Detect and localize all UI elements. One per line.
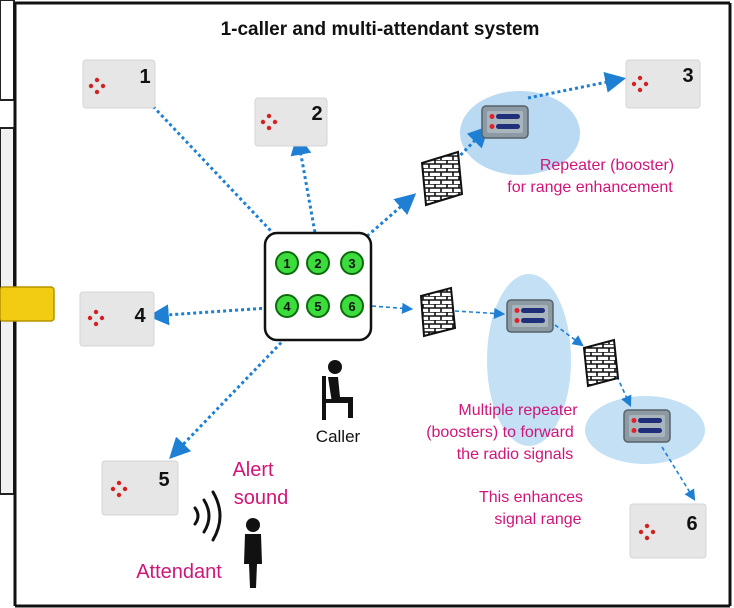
caller-button-5: 5 (306, 294, 330, 318)
receiver-5: 5 (101, 460, 179, 516)
receiver-6: 6 (629, 503, 707, 559)
receiver-3: 3 (625, 59, 701, 109)
receiver-indicator-icon (110, 480, 128, 498)
repeater-3 (623, 409, 671, 443)
attendant-icon (244, 518, 262, 588)
caller-button-1: 1 (275, 251, 299, 275)
yellow-tab (0, 286, 55, 322)
relay-arrows (371, 302, 696, 501)
arrow-to-receiver-4 (147, 304, 269, 326)
attendant-label: Attendant (136, 561, 222, 583)
caller-button-4: 4 (275, 294, 299, 318)
arrow-to-repeater-2 (454, 307, 506, 320)
brick-wall-icon (420, 150, 464, 207)
seated-person-icon (322, 360, 353, 420)
enhance-note: This enhances signal range (479, 489, 583, 528)
caller-button-label: 1 (283, 256, 290, 271)
receiver-number: 5 (158, 469, 169, 491)
caller-button-label: 3 (348, 256, 355, 271)
repeater-note: Repeater (booster) for range enhancement (507, 157, 674, 196)
receiver-indicator-icon (88, 77, 106, 95)
caller-button-2: 2 (306, 251, 330, 275)
receiver-number: 1 (139, 66, 150, 88)
svg-text:Repeater (booster): Repeater (booster) (540, 157, 674, 174)
caller-button-label: 2 (314, 256, 321, 271)
caller-button-6: 6 (340, 294, 364, 318)
caller-button-label: 6 (348, 299, 355, 314)
diagram-title: 1-caller and multi-attendant system (221, 19, 540, 40)
brick-walls (419, 150, 620, 388)
svg-text:Alert: Alert (232, 459, 274, 481)
caller-panel (263, 231, 373, 342)
alert-note: Alert sound (232, 459, 288, 509)
svg-text:This enhances: This enhances (479, 489, 583, 506)
brick-wall-icon (419, 286, 457, 338)
caller-unit: 1 2 3 4 5 6 (263, 231, 373, 342)
receiver-indicator-icon (631, 75, 649, 93)
svg-text:the radio signals: the radio signals (457, 446, 574, 463)
arrow-to-receiver-5 (169, 319, 304, 460)
receiver-indicator-icon (260, 113, 278, 131)
arrow-to-wall-3 (554, 324, 584, 347)
svg-text:for range enhancement: for range enhancement (507, 179, 673, 196)
arrow-to-receiver-6 (661, 446, 696, 501)
sound-wave-icon (193, 490, 222, 542)
brick-wall-icon (582, 338, 620, 388)
svg-text:signal range: signal range (494, 511, 581, 528)
receiver-number: 6 (686, 513, 697, 535)
repeater-2 (506, 299, 554, 333)
arrow-to-receiver-1 (127, 78, 289, 250)
arrow-to-receiver-3 (527, 72, 627, 100)
caller-button-label: 4 (283, 299, 291, 314)
svg-text:sound: sound (234, 487, 289, 509)
receiver-indicator-icon (638, 523, 656, 541)
svg-text:(boosters) to forward: (boosters) to forward (426, 424, 574, 441)
receiver-number: 4 (134, 305, 146, 327)
svg-text:Multiple repeater: Multiple repeater (458, 402, 578, 419)
receiver-1: 1 (82, 59, 156, 109)
caller-button-3: 3 (340, 251, 364, 275)
receiver-number: 2 (311, 103, 322, 125)
caller-label: Caller (316, 427, 361, 446)
receiver-indicator-icon (87, 309, 105, 327)
repeater-1 (481, 105, 529, 139)
receiver-number: 3 (682, 65, 693, 87)
receiver-2: 2 (254, 97, 328, 147)
caller-button-label: 5 (314, 299, 321, 314)
receiver-4: 4 (79, 291, 155, 347)
multi-repeater-note: Multiple repeater (boosters) to forward … (426, 402, 578, 463)
